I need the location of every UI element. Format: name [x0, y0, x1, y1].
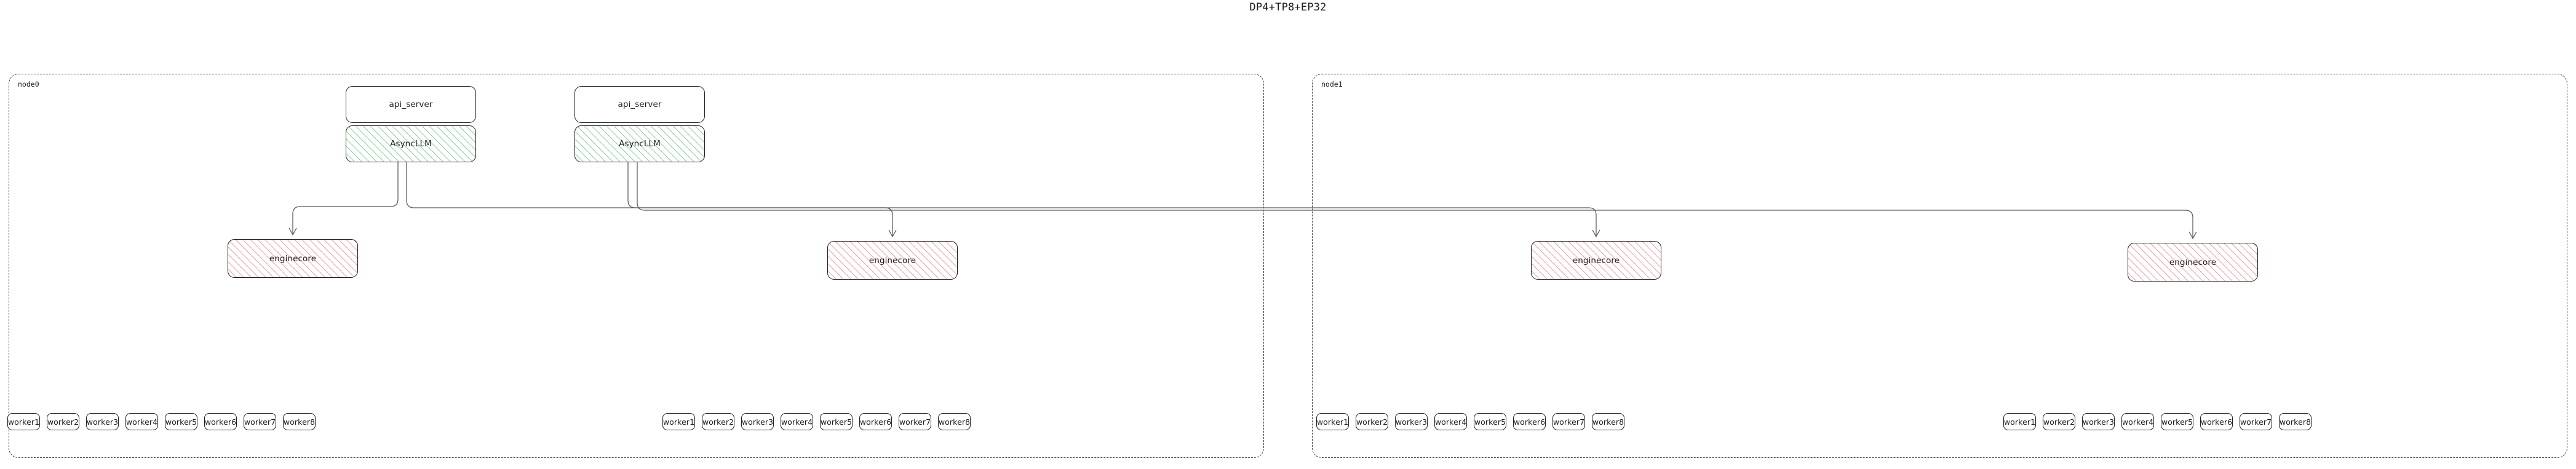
worker-box-wg1-5[interactable]: worker5 [820, 413, 853, 430]
worker-box-wg2-8[interactable]: worker8 [1592, 413, 1624, 430]
api-server-box-s1[interactable]: api_server [574, 86, 705, 123]
worker-box-wg0-5[interactable]: worker5 [165, 413, 197, 430]
worker-box-wg1-4[interactable]: worker4 [781, 413, 813, 430]
worker-box-wg0-2[interactable]: worker2 [47, 413, 79, 430]
worker-box-wg1-3[interactable]: worker3 [741, 413, 774, 430]
worker-box-wg0-3[interactable]: worker3 [86, 413, 119, 430]
node-label-node0: node0 [18, 80, 39, 89]
node-label-node1: node1 [1321, 80, 1343, 89]
enginecore-box-e3[interactable]: enginecore [2128, 243, 2258, 282]
worker-box-wg2-4[interactable]: worker4 [1434, 413, 1467, 430]
node-container-node1: node1 [1312, 74, 2567, 458]
worker-box-wg0-6[interactable]: worker6 [204, 413, 237, 430]
worker-box-wg1-6[interactable]: worker6 [859, 413, 892, 430]
worker-box-wg2-5[interactable]: worker5 [1474, 413, 1506, 430]
worker-box-wg3-4[interactable]: worker4 [2121, 413, 2154, 430]
worker-box-wg1-2[interactable]: worker2 [702, 413, 734, 430]
api-server-box-s0[interactable]: api_server [346, 86, 476, 123]
worker-box-wg3-3[interactable]: worker3 [2082, 413, 2115, 430]
worker-box-wg2-1[interactable]: worker1 [1316, 413, 1349, 430]
worker-box-wg2-3[interactable]: worker3 [1395, 413, 1428, 430]
enginecore-box-e2[interactable]: enginecore [1531, 241, 1661, 280]
worker-box-wg0-7[interactable]: worker7 [244, 413, 276, 430]
enginecore-box-e0[interactable]: enginecore [228, 239, 358, 278]
worker-box-wg3-8[interactable]: worker8 [2279, 413, 2312, 430]
page-title: DP4+TP8+EP32 [1249, 1, 1327, 14]
worker-box-wg3-2[interactable]: worker2 [2043, 413, 2075, 430]
enginecore-box-e1[interactable]: enginecore [827, 241, 958, 280]
worker-box-wg1-1[interactable]: worker1 [662, 413, 695, 430]
worker-box-wg1-8[interactable]: worker8 [938, 413, 971, 430]
worker-box-wg0-1[interactable]: worker1 [7, 413, 40, 430]
worker-box-wg1-7[interactable]: worker7 [899, 413, 931, 430]
asyncllm-box-a0[interactable]: AsyncLLM [346, 125, 476, 162]
worker-box-wg0-8[interactable]: worker8 [283, 413, 316, 430]
worker-box-wg3-5[interactable]: worker5 [2161, 413, 2193, 430]
asyncllm-box-a1[interactable]: AsyncLLM [574, 125, 705, 162]
worker-box-wg3-1[interactable]: worker1 [2003, 413, 2036, 430]
worker-box-wg2-7[interactable]: worker7 [1552, 413, 1585, 430]
worker-box-wg0-4[interactable]: worker4 [125, 413, 158, 430]
worker-box-wg2-6[interactable]: worker6 [1513, 413, 1546, 430]
worker-box-wg3-6[interactable]: worker6 [2200, 413, 2233, 430]
worker-box-wg3-7[interactable]: worker7 [2240, 413, 2272, 430]
node-container-node0: node0 [9, 74, 1264, 458]
worker-box-wg2-2[interactable]: worker2 [1356, 413, 1388, 430]
